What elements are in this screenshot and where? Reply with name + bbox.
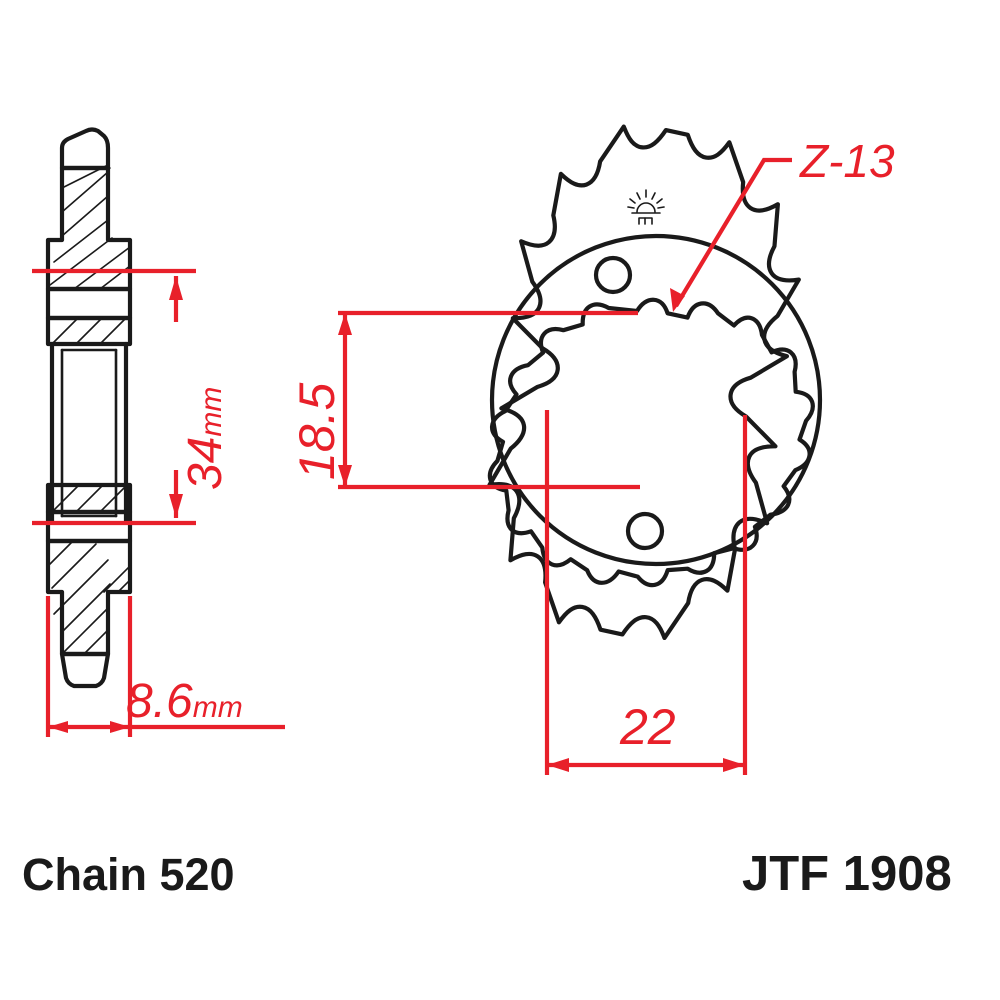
label-thickness: 8.6mm bbox=[126, 674, 243, 729]
callout-z13-arrow bbox=[670, 288, 685, 312]
dim-86-arrow-left bbox=[48, 721, 68, 733]
side-view-dimensions bbox=[32, 268, 285, 737]
dim-22-arrow-left bbox=[547, 758, 569, 772]
side-bottom-tooth-body bbox=[45, 538, 133, 657]
side-web-caps bbox=[60, 348, 118, 518]
sprocket-spline-hub bbox=[487, 297, 815, 588]
dim-185-arrow-up bbox=[338, 313, 352, 335]
label-hub-width: 22 bbox=[620, 699, 676, 755]
side-bottom-hatch bbox=[49, 541, 131, 655]
side-top-tooth-tip bbox=[59, 127, 111, 171]
bolt-hole-lower bbox=[625, 511, 665, 551]
footer-chain-spec: Chain 520 bbox=[22, 849, 235, 900]
dim-185-arrow-down bbox=[338, 465, 352, 487]
sprocket-tooth-profile bbox=[487, 124, 801, 641]
footer-part-number: JTF 1908 bbox=[742, 847, 952, 901]
sprocket-body-circle bbox=[489, 233, 823, 567]
sprocket-front-view bbox=[487, 124, 823, 641]
label-thickness-unit: mm bbox=[192, 691, 243, 724]
label-thickness-value: 8.6 bbox=[126, 675, 193, 728]
dim-34-arrow-down bbox=[169, 494, 183, 518]
label-teeth-count: Z-13 bbox=[800, 135, 895, 187]
side-web-outer bbox=[49, 341, 129, 525]
dim-22-arrow-right bbox=[723, 758, 745, 772]
side-web-inner bbox=[60, 348, 118, 518]
side-upper-ring-hatch bbox=[51, 317, 127, 345]
side-upper-shoulder bbox=[45, 286, 133, 321]
sunrise-logo-icon bbox=[627, 189, 665, 225]
label-outer-diameter-unit: mm bbox=[195, 386, 228, 437]
callout-z13-leader bbox=[674, 157, 792, 308]
label-bolt-spacing: 18.5 bbox=[289, 382, 345, 480]
side-section-view bbox=[45, 127, 133, 689]
side-lower-ring-hatch bbox=[51, 485, 127, 513]
bolt-hole-upper bbox=[593, 255, 633, 295]
label-outer-diameter: 34mm bbox=[178, 387, 233, 490]
front-view-dimensions bbox=[338, 157, 792, 775]
label-outer-diameter-value: 34 bbox=[179, 436, 232, 490]
dim-34-arrow-up bbox=[169, 276, 183, 300]
side-bottom-tooth-tip bbox=[59, 651, 111, 689]
dim-86-arrow-right bbox=[110, 721, 130, 733]
